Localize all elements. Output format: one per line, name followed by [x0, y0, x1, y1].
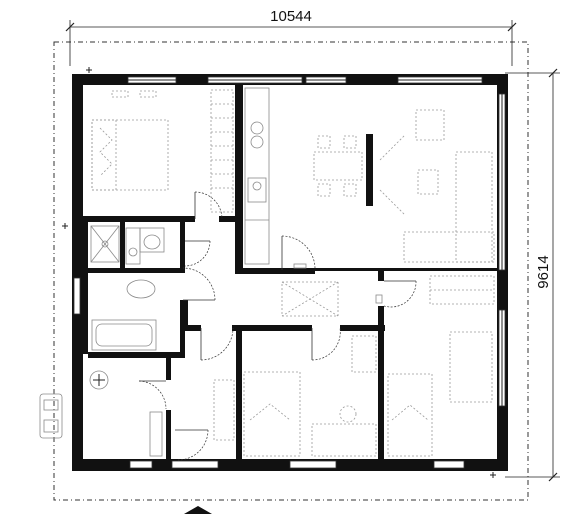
bedroom-2-furniture: [213, 335, 377, 457]
bedroom-1-furniture: [91, 89, 234, 213]
exterior-unit: [39, 393, 63, 439]
site-boundary: [53, 41, 529, 501]
width-dimension-label: 10544: [270, 8, 312, 25]
windows: [73, 76, 506, 469]
interior-walls: [83, 85, 497, 459]
height-dimension-label: 9614: [535, 255, 552, 288]
corner-markers: [62, 67, 496, 478]
doors: [138, 191, 417, 461]
bathroom-fixtures: [90, 225, 165, 351]
utility-room-fixtures: [89, 370, 163, 457]
height-dimension: 9614: [505, 68, 560, 482]
bedroom-3-furniture: [387, 275, 495, 457]
width-dimension: 10544: [65, 8, 517, 66]
entrance-arrow-icon: [184, 506, 212, 514]
corridor-items: [281, 263, 383, 317]
kitchen-living-furniture: [244, 87, 495, 265]
